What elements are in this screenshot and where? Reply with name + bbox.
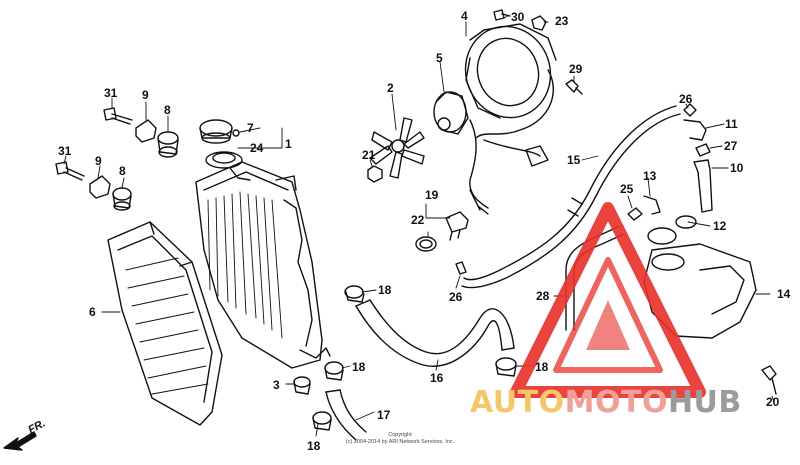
- callout-30: 30: [511, 10, 525, 24]
- overflow-hose: [461, 105, 681, 289]
- watermark-part-2: MOTO: [564, 385, 668, 420]
- callout-6: 6: [89, 305, 96, 319]
- bolt-29: [565, 79, 583, 95]
- callout-18-right: 18: [535, 360, 549, 374]
- copyright-line-2: (c) 2004-2014 by ARI Network Services, I…: [345, 438, 455, 445]
- callout-29: 29: [569, 62, 583, 76]
- callout-12: 12: [713, 219, 727, 233]
- callout-5: 5: [436, 51, 443, 65]
- callout-13: 13: [643, 169, 657, 183]
- callout-22: 22: [411, 213, 425, 227]
- water-hose: [325, 389, 367, 441]
- callout-27: 27: [724, 139, 738, 153]
- leader-lines: [63, 15, 775, 437]
- callout-26-lower: 26: [449, 290, 463, 304]
- callout-31-lower: 31: [58, 144, 72, 158]
- thermo-switch: [415, 211, 469, 252]
- copyright-notice: Copyright (c) 2004-2014 by ARI Network S…: [300, 432, 500, 445]
- hose-clamp-upper: [344, 285, 365, 303]
- warning-triangle-logo-icon: [510, 202, 706, 398]
- hose-joint: [683, 103, 713, 213]
- fan-blade: [369, 117, 425, 179]
- washer-lower: [89, 175, 111, 199]
- callout-15: 15: [567, 153, 581, 167]
- drain-bolt: [293, 376, 311, 395]
- nut-23: [531, 15, 547, 31]
- hose-clamp-right: [495, 357, 517, 377]
- callout-14: 14: [777, 287, 791, 301]
- callout-19: 19: [425, 188, 439, 202]
- bolt-upper: [103, 107, 133, 125]
- grommet-lower: [112, 187, 132, 211]
- fan-motor: [433, 91, 549, 215]
- watermark-logo: AUTOMOTOHUB: [470, 388, 742, 418]
- callout-9-upper: 9: [142, 88, 149, 102]
- hose-clamp-bottom: [312, 411, 332, 431]
- callout-25: 25: [620, 182, 634, 196]
- watermark-part-1: AUTO: [470, 385, 565, 420]
- clip-26-lower: [455, 261, 467, 275]
- callout-18-mid: 18: [352, 360, 366, 374]
- callout-10: 10: [730, 161, 744, 175]
- grommet-upper: [157, 131, 179, 158]
- callout-24: 24: [250, 141, 264, 155]
- callout-8-lower: 8: [119, 164, 126, 178]
- callout-26-upper: 26: [679, 92, 693, 106]
- bolt-20: [761, 365, 777, 395]
- callout-23: 23: [555, 14, 569, 28]
- radiator-shroud: [107, 221, 223, 426]
- callout-4: 4: [461, 9, 468, 23]
- washer-upper: [135, 119, 157, 143]
- callout-18-bottom: 18: [307, 439, 321, 453]
- callout-21: 21: [362, 148, 376, 162]
- callout-28: 28: [536, 289, 550, 303]
- callout-7: 7: [247, 121, 254, 135]
- callout-2: 2: [387, 81, 394, 95]
- callout-8-upper: 8: [164, 103, 171, 117]
- callout-16: 16: [430, 371, 444, 385]
- radiator-cap: [199, 119, 240, 144]
- callout-20: 20: [766, 395, 780, 409]
- callout-1: 1: [285, 137, 292, 151]
- callout-31-upper: 31: [104, 86, 118, 100]
- copyright-line-1: Copyright: [388, 432, 412, 438]
- lower-hose: [355, 299, 515, 367]
- radiator: [195, 151, 331, 369]
- arrow-fr-icon: [3, 431, 37, 451]
- screw-30: [493, 9, 511, 21]
- reserve-tank-cap: [647, 215, 697, 245]
- callout-17: 17: [377, 408, 391, 422]
- callout-9-lower: 9: [95, 154, 102, 168]
- nut-21: [367, 165, 383, 183]
- callout-18-top: 18: [378, 283, 392, 297]
- callout-3: 3: [273, 378, 280, 392]
- watermark-part-3: HUB: [667, 385, 742, 420]
- callout-11: 11: [725, 117, 738, 131]
- bolt-lower: [55, 161, 85, 181]
- fan-shroud: [464, 23, 557, 139]
- hose-clamp-mid: [324, 361, 344, 381]
